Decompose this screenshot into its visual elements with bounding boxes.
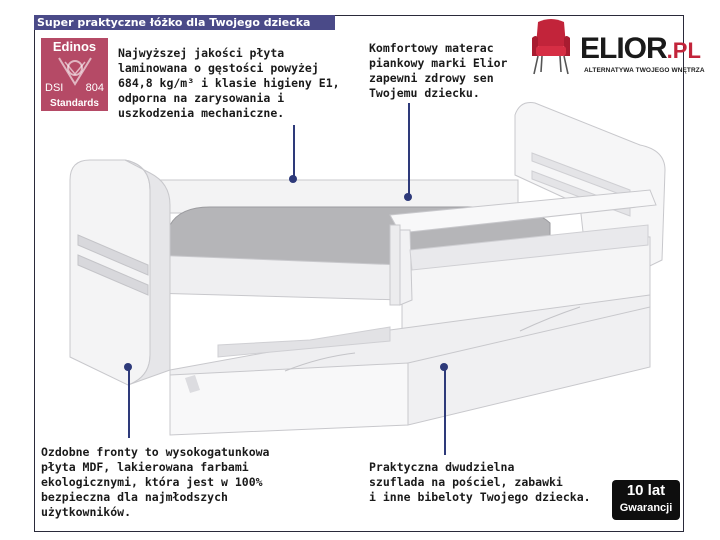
warranty-label: Gwarancji	[619, 502, 673, 514]
brand-logo[interactable]: ELIOR.PL	[580, 34, 701, 66]
pointer-marker-board	[289, 175, 297, 183]
infographic-frame	[34, 15, 684, 532]
pointer-line-fronts	[128, 370, 130, 438]
callout-drawer: Praktyczna dwudzielna szuflada na poście…	[369, 460, 591, 504]
pointer-line-board	[293, 125, 295, 180]
pointer-line-drawer	[444, 370, 446, 455]
certificate-right-code: 804	[85, 82, 104, 94]
bed-illustration	[69, 102, 666, 436]
certificate-left-code: DSI	[45, 82, 64, 94]
page-title: Super praktyczne łóżko dla Twojego dziec…	[34, 15, 335, 30]
callout-fronts: Ozdobne fronty to wysokogatunkowa płyta …	[41, 445, 270, 519]
callout-mattress: Komfortowy materac piankowy marki Elior …	[369, 41, 508, 100]
certificate-label: Standards	[50, 98, 99, 109]
brand-suffix: .PL	[666, 38, 701, 63]
brand-tagline: ALTERNATYWA TWOJEGO WNĘTRZA	[584, 67, 705, 74]
certificate-emblem-icon	[58, 57, 92, 86]
pointer-marker-mattress	[404, 193, 412, 201]
brand-name: ELIOR	[580, 32, 668, 65]
pointer-marker-drawer	[440, 363, 448, 371]
certificate-brand: Edinos	[52, 39, 97, 54]
edinos-certificate-badge: Edinos DSI 804 Standards	[41, 38, 108, 111]
warranty-badge: 10 lat Gwarancji	[612, 480, 680, 520]
pointer-line-mattress	[408, 103, 410, 198]
callout-board-quality: Najwyższej jakości płyta laminowana o gę…	[118, 46, 340, 120]
chair-logo-icon	[532, 19, 570, 75]
pointer-marker-fronts	[124, 363, 132, 371]
warranty-years: 10 lat	[626, 482, 666, 499]
